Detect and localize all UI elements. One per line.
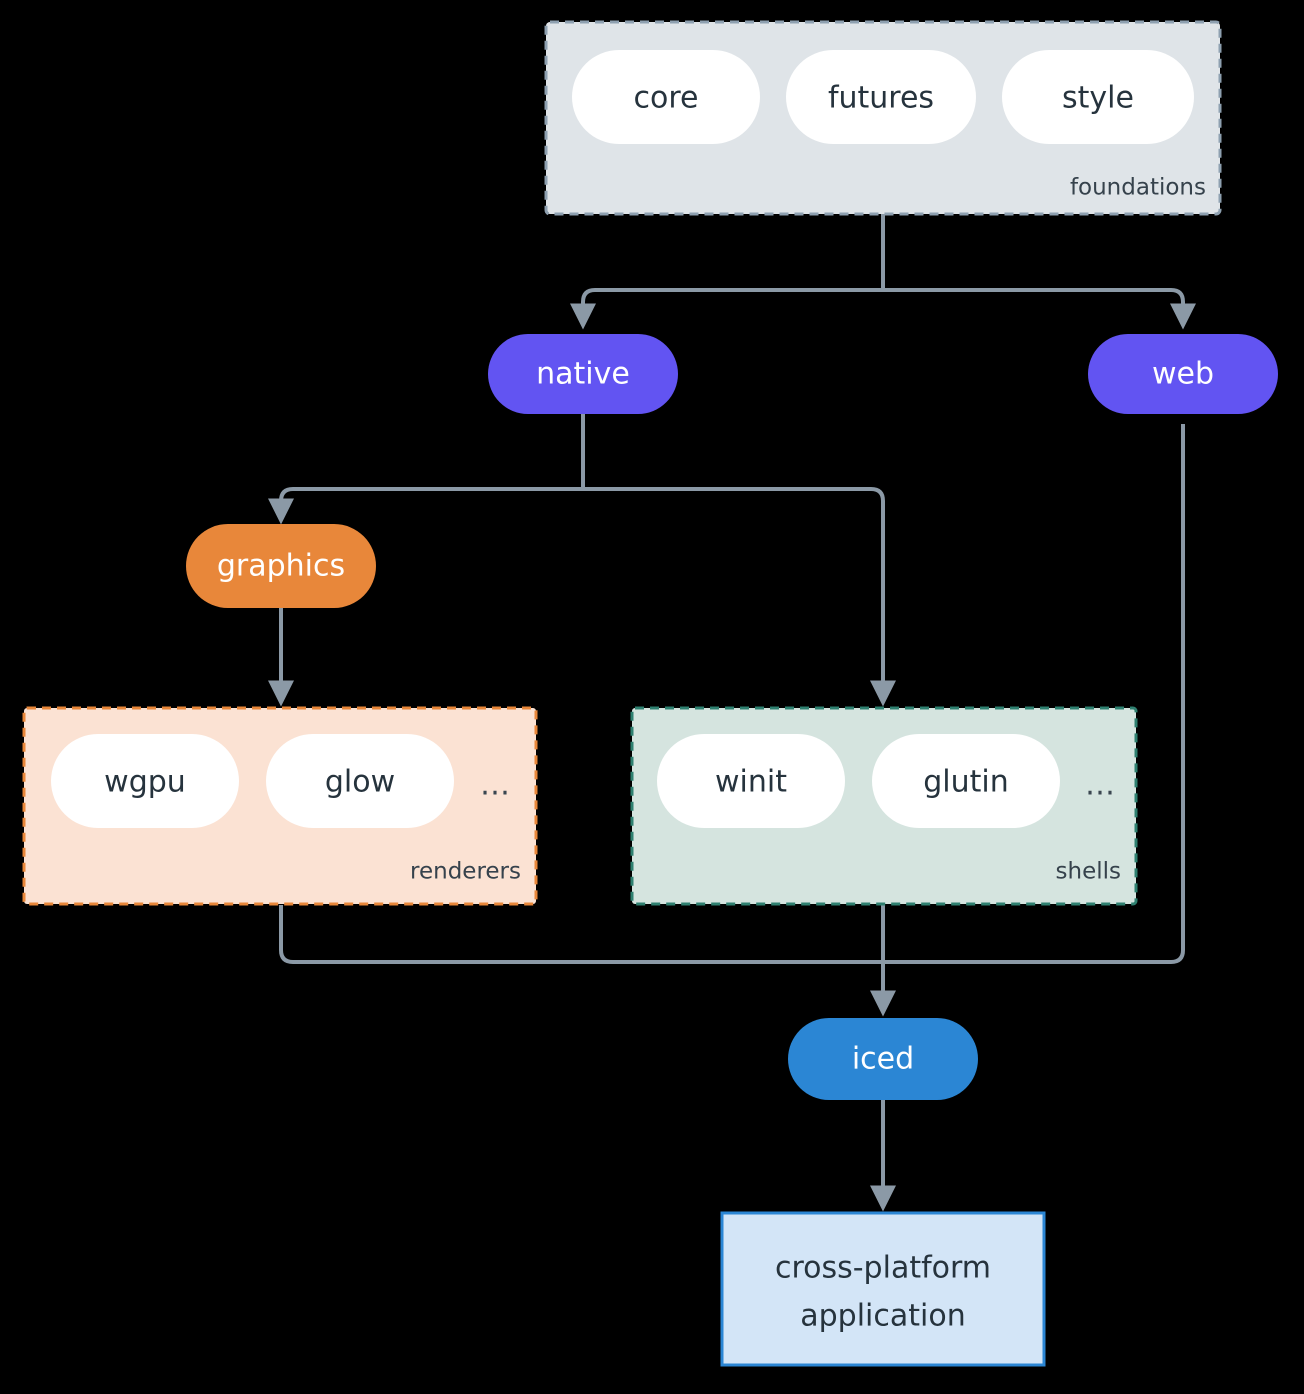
group-shells[interactable]: winit glutin … shells — [630, 706, 1138, 906]
group-shells-label: shells — [1056, 859, 1121, 885]
edge-web-to-merge — [883, 424, 1185, 964]
node-core[interactable] — [572, 50, 760, 144]
group-renderers-label: renderers — [410, 859, 521, 885]
node-web-shape[interactable] — [1088, 334, 1278, 414]
node-native[interactable]: native — [488, 334, 678, 414]
node-shells-more-label: … — [1085, 768, 1115, 803]
node-futures[interactable] — [786, 50, 976, 144]
node-web[interactable]: web — [1088, 334, 1278, 414]
node-winit[interactable] — [657, 734, 845, 828]
group-renderers[interactable]: wgpu glow … renderers — [22, 706, 538, 906]
node-wgpu[interactable] — [51, 734, 239, 828]
node-glow[interactable] — [266, 734, 454, 828]
node-glutin-label: glutin — [923, 765, 1009, 800]
node-application-label-line1: cross-platform — [775, 1251, 991, 1286]
node-application[interactable]: cross-platform application — [720, 1211, 1046, 1367]
node-native-shape[interactable] — [488, 334, 678, 414]
node-graphics-shape[interactable] — [186, 524, 376, 608]
edge-foundations-to-native — [570, 288, 883, 330]
edge-foundations-to-web — [883, 288, 1196, 330]
edge-native-to-graphics — [268, 487, 583, 525]
node-glutin[interactable] — [872, 734, 1060, 828]
node-iced-label: iced — [852, 1042, 914, 1077]
group-foundations[interactable]: core futures style foundations — [544, 20, 1222, 216]
node-application-shape[interactable] — [720, 1211, 1046, 1367]
node-futures-label: futures — [828, 81, 934, 116]
node-graphics-label: graphics — [217, 549, 345, 584]
node-winit-label: winit — [715, 765, 787, 800]
node-iced-shape[interactable] — [788, 1018, 978, 1100]
node-native-label: native — [536, 357, 630, 392]
node-style[interactable] — [1002, 50, 1194, 144]
node-wgpu-label: wgpu — [104, 765, 186, 800]
edge-renderers-to-merge — [279, 905, 883, 964]
node-core-label: core — [634, 81, 699, 116]
node-graphics[interactable]: graphics — [186, 524, 376, 608]
node-renderers-more-label: … — [480, 768, 510, 803]
node-iced[interactable]: iced — [788, 1018, 978, 1100]
edge-native-to-shells — [583, 487, 896, 707]
group-foundations-label: foundations — [1070, 175, 1206, 201]
node-style-label: style — [1062, 81, 1134, 116]
node-web-label: web — [1152, 357, 1214, 392]
node-glow-label: glow — [325, 765, 395, 800]
node-application-label-line2: application — [800, 1299, 965, 1334]
edge-layer — [268, 214, 1196, 1212]
